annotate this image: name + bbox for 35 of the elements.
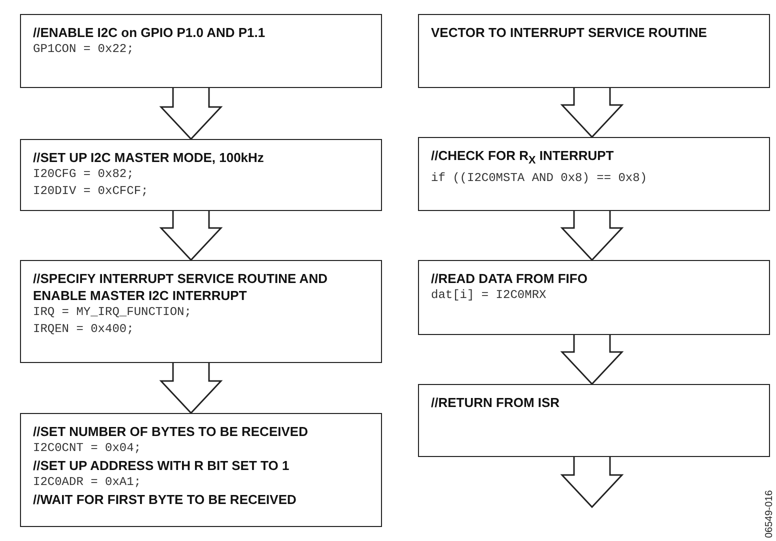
code-line: I2C0CNT = 0x04; [33, 440, 142, 457]
process-box [418, 137, 770, 211]
comment-text: VECTOR TO INTERRUPT SERVICE ROUTINE [431, 24, 707, 41]
process-box [20, 139, 382, 211]
comment-text: //SET UP I2C MASTER MODE, 100kHz [33, 149, 264, 166]
process-box [418, 384, 770, 457]
process-box [418, 14, 770, 88]
comment-text: //WAIT FOR FIRST BYTE TO BE RECEIVED [33, 491, 296, 508]
code-line: I2C0ADR = 0xA1; [33, 474, 142, 491]
code-line: if ((I2C0MSTA AND 0x8) == 0x8) [431, 170, 648, 187]
block-arrow [560, 456, 624, 508]
code-line: IRQ = MY_IRQ_FUNCTION; [33, 304, 192, 321]
block-arrow [159, 210, 223, 262]
comment-text: //READ DATA FROM FIFO [431, 270, 588, 287]
process-box [418, 260, 770, 335]
process-box [20, 260, 382, 363]
process-box [20, 14, 382, 88]
code-line: I20CFG = 0x82; [33, 166, 134, 183]
code-line: I20DIV = 0xCFCF; [33, 183, 148, 200]
comment-text: //SET NUMBER OF BYTES TO BE RECEIVED [33, 423, 308, 440]
comment-text: //CHECK FOR R$_{X}$ INTERRUPT [431, 147, 614, 169]
comment-text: //SPECIFY INTERRUPT SERVICE ROUTINE AND ENABLE MASTER I2C INTERRUPT [33, 270, 328, 304]
block-arrow [560, 87, 624, 138]
block-arrow [159, 362, 223, 414]
process-box [20, 413, 382, 527]
figure-number: 06549-016 [764, 490, 775, 538]
comment-text: //SET UP ADDRESS WITH R BIT SET TO 1 [33, 457, 290, 474]
block-arrow [560, 334, 624, 386]
code-line: IRQEN = 0x400; [33, 321, 134, 338]
code-line: GP1CON = 0x22; [33, 41, 134, 58]
block-arrow [560, 210, 624, 262]
comment-text: //RETURN FROM ISR [431, 394, 560, 411]
code-line: dat[i] = I2C0MRX [431, 287, 546, 304]
block-arrow [159, 87, 223, 140]
comment-text: //ENABLE I2C on GPIO P1.0 AND P1.1 [33, 24, 266, 41]
